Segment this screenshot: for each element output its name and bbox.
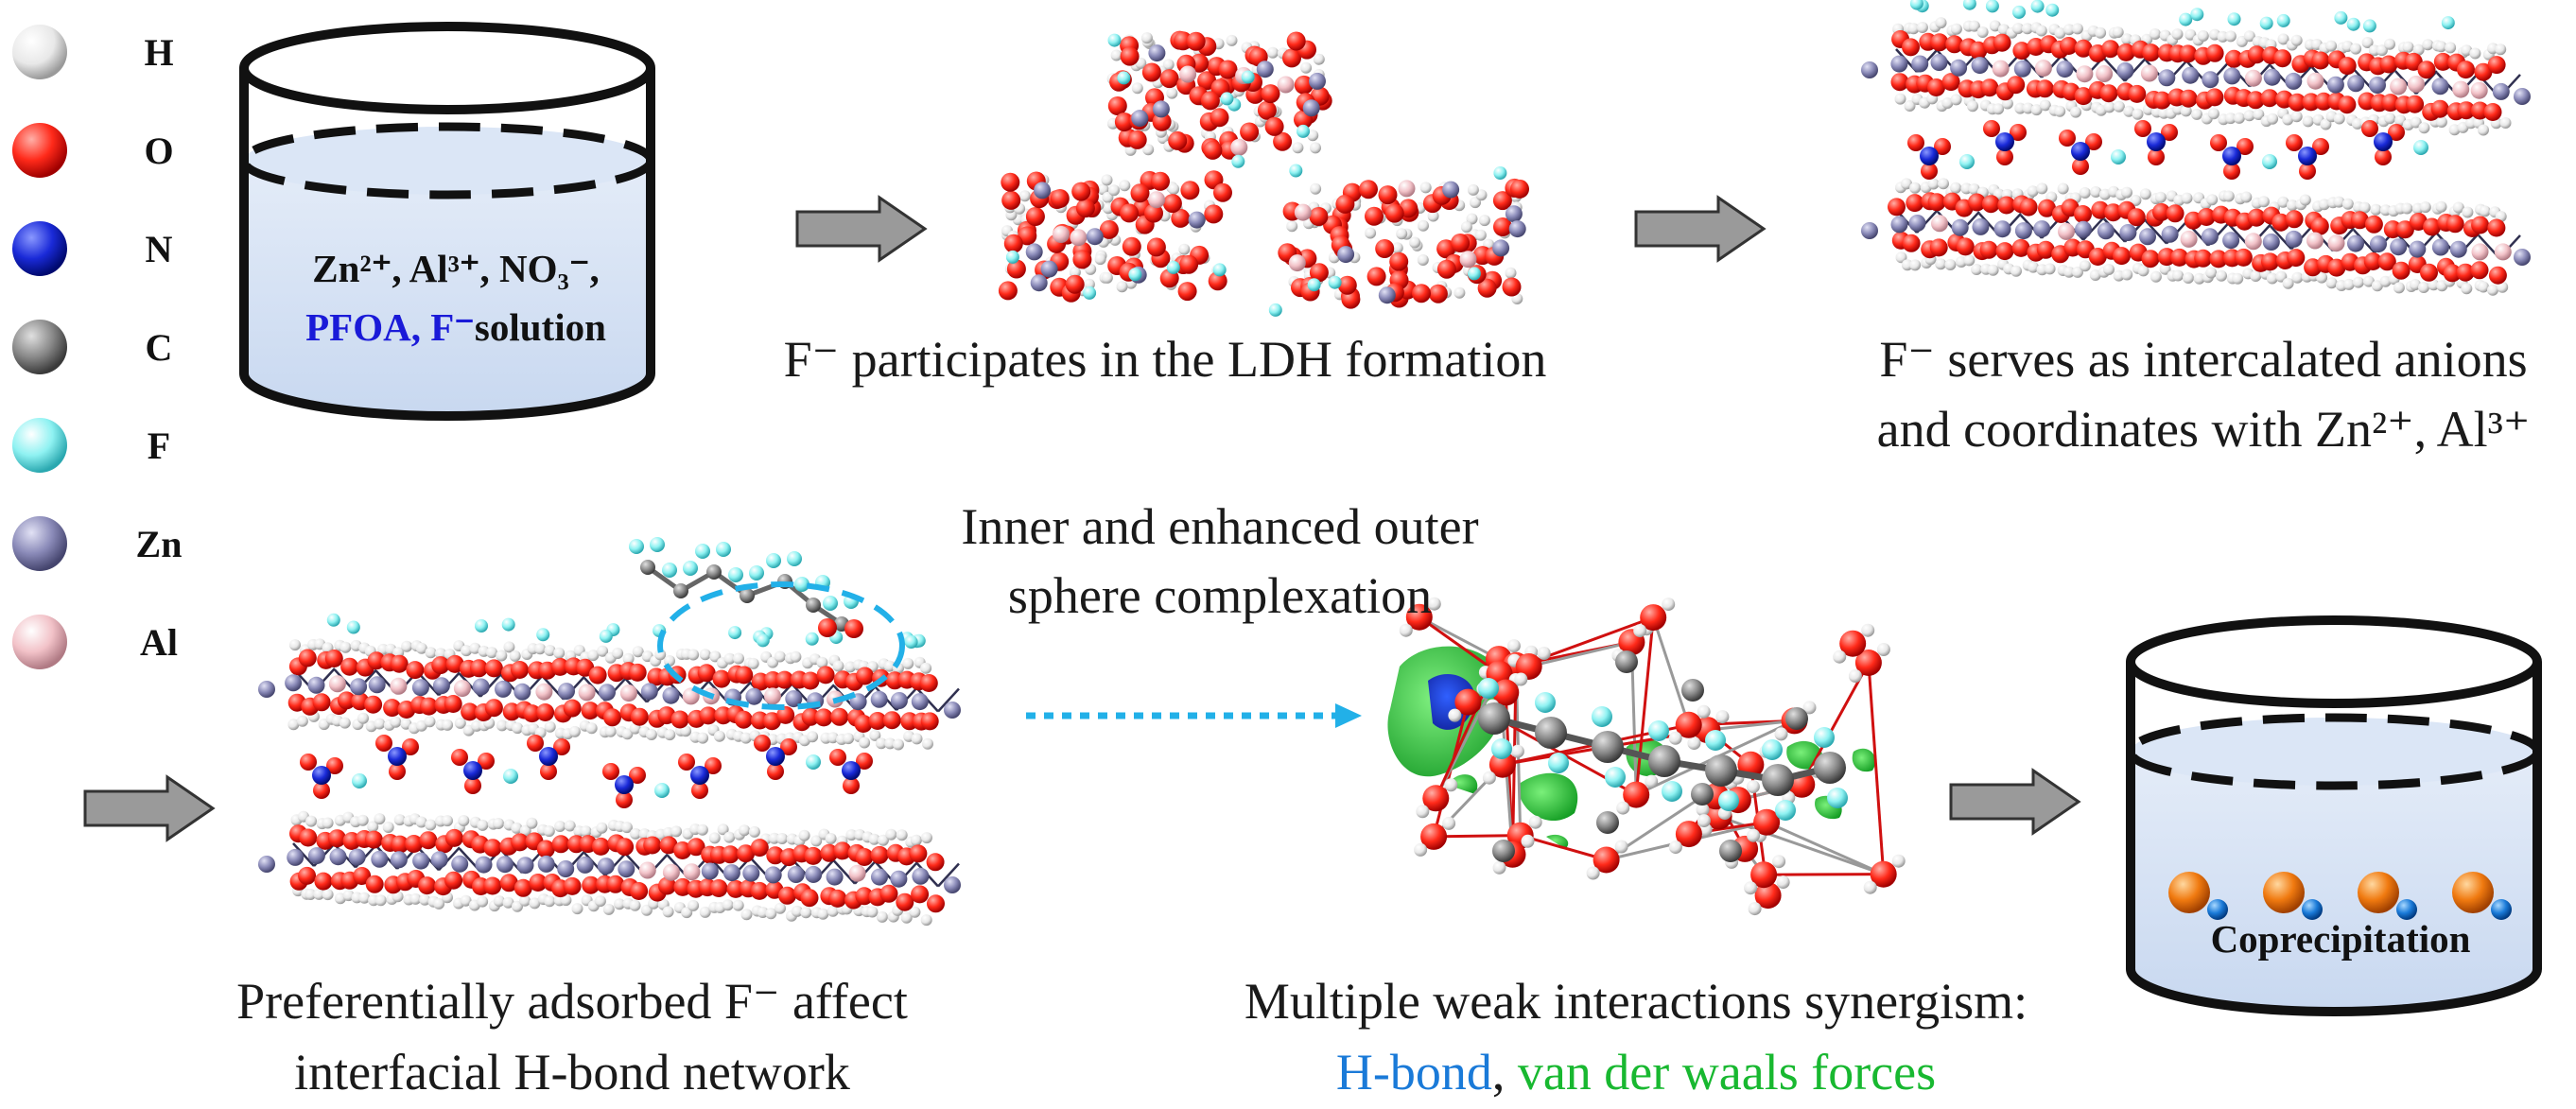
block-arrow-icon (1949, 768, 2081, 836)
legend-item-o: O (12, 123, 174, 178)
particle-icon (2263, 872, 2323, 920)
hbond-label: H-bond (1336, 1044, 1492, 1100)
legend-label: H (144, 31, 173, 74)
intercalated-anions (1907, 120, 2428, 180)
complexation-highlight (657, 581, 905, 710)
atom-sphere-icon (12, 123, 67, 178)
caption-inner-sphere-line1: Inner and enhanced outer (961, 498, 1478, 555)
complexation-cluster (1387, 597, 1906, 916)
legend-label: C (146, 326, 173, 369)
block-arrow-icon (795, 195, 928, 263)
caption-adsorbed-line1: Preferentially adsorbed F⁻ affect (236, 973, 908, 1030)
caption-interaction-types: H-bond, van der waals forces (1336, 1044, 1936, 1100)
particle-icon (2358, 872, 2417, 920)
interaction-surfaces (1387, 646, 1876, 849)
legend-label: O (144, 130, 173, 172)
atom-sphere-icon (12, 615, 67, 669)
intercalated-nitrate (300, 735, 873, 808)
legend-label: Al (140, 621, 178, 664)
caption-ldh-formation: F⁻ participates in the LDH formation (784, 331, 1547, 388)
vdw-label: van der waals forces (1518, 1044, 1936, 1100)
dashed-arrow (1026, 703, 1362, 728)
solution-ions-text: Zn²⁺, Al³⁺, NO₃⁻, (312, 247, 599, 290)
caption-intercalated-line2: and coordinates with Zn²⁺, Al³⁺ (1877, 401, 2531, 458)
caption-inner-sphere-line2: sphere complexation (1008, 567, 1432, 624)
process-arrows (83, 195, 2081, 842)
precipitate-particles (2168, 872, 2512, 920)
legend-item-f: F (12, 418, 170, 473)
ldh-layer-bottom (1861, 178, 2531, 296)
legend-item-h: H (12, 25, 174, 79)
atom-sphere-icon (12, 25, 67, 79)
legend-item-n: N (12, 221, 173, 276)
pfoa-molecule (629, 537, 863, 638)
ldh-cluster-top (1106, 30, 1332, 160)
coprecipitation-beaker: Coprecipitation (2126, 615, 2542, 1016)
coprecipitation-label: Coprecipitation (2211, 917, 2471, 961)
particle-icon (2168, 872, 2228, 920)
atom-sphere-icon (12, 221, 67, 276)
molecular-structures (258, 0, 2531, 927)
block-arrow-icon (1634, 195, 1767, 263)
atom-sphere-icon (12, 418, 67, 473)
particle-icon (2452, 872, 2512, 920)
solution-pfoa-text: PFOA, F⁻solution (305, 305, 606, 349)
solution-word: solution (475, 305, 606, 349)
adsorbed-layer-top (258, 613, 961, 751)
caption-weak-interactions: Multiple weak interactions synergism: (1244, 973, 2028, 1030)
legend-item-zn: Zn (12, 516, 182, 571)
legend-item-al: Al (12, 615, 178, 669)
block-arrow-icon (83, 774, 216, 842)
ldh-cluster-left (998, 154, 1245, 303)
pfoa-fluoride-highlight: PFOA, F⁻ (305, 305, 475, 349)
atom-sphere-icon (12, 320, 67, 374)
atom-sphere-icon (12, 516, 67, 571)
separator: , (1492, 1044, 1518, 1100)
legend-label: Zn (136, 523, 183, 565)
ldh-layer-top (1861, 0, 2531, 136)
caption-adsorbed-line2: interfacial H-bond network (294, 1044, 850, 1100)
ldh-cluster-right (1268, 164, 1529, 317)
solution-beaker: Zn²⁺, Al³⁺, NO₃⁻, PFOA, F⁻solution (239, 22, 655, 421)
legend-label: N (146, 228, 173, 270)
caption-intercalated-line1: F⁻ serves as intercalated anions (1879, 331, 2527, 388)
legend-label: F (148, 425, 170, 467)
legend-item-c: C (12, 320, 172, 374)
adsorbed-layer-bottom (258, 810, 961, 927)
